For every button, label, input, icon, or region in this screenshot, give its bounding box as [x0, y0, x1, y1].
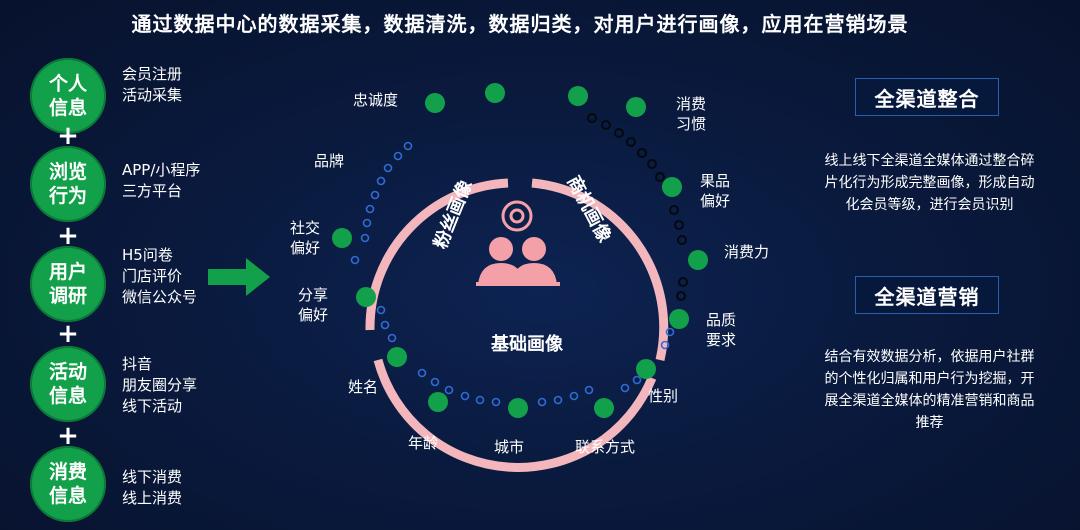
plus-sign-1: +: [57, 121, 79, 151]
ring-arc-fan: [365, 178, 509, 331]
green-dot: [508, 398, 528, 418]
label-fruit-preference: 果品 偏好: [700, 172, 731, 210]
green-dot: [626, 97, 646, 117]
green-dot: [332, 228, 352, 248]
ring-arc-base: [373, 358, 657, 472]
browsing-behavior-desc: APP/小程序 三方平台: [122, 161, 201, 200]
green-dot: [356, 287, 376, 307]
label-social-preference: 社交 偏好: [290, 219, 321, 257]
green-dot: [485, 83, 505, 103]
consumption-info-desc: 线下消费 线上消费: [122, 468, 183, 507]
page-title: 通过数据中心的数据采集，数据清洗，数据归类，对用户进行画像，应用在营销场景: [131, 12, 909, 36]
green-dot: [688, 250, 708, 270]
user-survey-desc: H5问卷 门店评价 微信公众号: [122, 246, 198, 306]
segment-fan-label: 粉丝画像: [429, 176, 477, 252]
label-contact: 联系方式: [575, 438, 636, 456]
label-city: 城市: [494, 438, 525, 456]
ring-arc-business: [531, 178, 669, 362]
green-dot: [387, 347, 407, 367]
label-brand: 品牌: [314, 152, 345, 170]
segment-base-label: 基础画像: [490, 333, 564, 355]
label-gender: 性别: [648, 387, 679, 405]
green-dot: [568, 86, 588, 106]
plus-sign-3: +: [57, 319, 79, 349]
personal-info-desc: 会员注册 活动采集: [122, 65, 183, 104]
people-icon: [476, 200, 560, 286]
omni-integration-text: 线上线下全渠道全媒体通过整合碎片化行为形成完整画像，形成自动化会员等级，进行会员…: [824, 153, 1035, 213]
green-dot: [425, 93, 445, 113]
label-loyalty: 忠诚度: [353, 91, 399, 109]
green-dot: [594, 398, 614, 418]
green-dot: [636, 359, 656, 379]
label-age: 年龄: [408, 434, 439, 452]
user-survey-label: 用户调研: [48, 261, 87, 307]
right-arrow-icon: [208, 258, 270, 296]
green-dot: [669, 309, 689, 329]
browsing-behavior-circle: 浏览行为: [30, 146, 106, 222]
green-dot: [428, 392, 448, 412]
omni-marketing-title: 全渠道营销: [855, 276, 999, 314]
label-consumption-habits: 消费 习惯: [676, 95, 707, 133]
user-survey-circle: 用户调研: [30, 246, 106, 322]
plus-sign-2: +: [57, 221, 79, 251]
label-name: 姓名: [348, 378, 379, 396]
omni-integration-title: 全渠道整合: [855, 78, 999, 116]
plus-sign-4: +: [57, 421, 79, 451]
activity-info-circle: 活动信息: [30, 346, 106, 422]
consumption-info-label: 消费信息: [48, 461, 87, 507]
activity-info-label: 活动信息: [48, 361, 87, 407]
profile-wheel: 粉丝画像 商机画像 基础画像: [332, 83, 708, 472]
personal-info-circle: 个人信息: [30, 58, 106, 134]
activity-info-desc: 抖音 朋友圈分享 线下活动: [122, 355, 198, 415]
green-dot: [662, 177, 682, 197]
label-spending-power: 消费力: [724, 243, 770, 261]
label-share-preference: 分享 偏好: [298, 286, 329, 324]
consumption-info-circle: 消费信息: [30, 446, 106, 522]
browsing-behavior-label: 浏览行为: [48, 161, 87, 207]
omni-marketing-text: 结合有效数据分析，依据用户社群的个性化归属和用户行为挖掘，开展全渠道全媒体的精准…: [824, 349, 1035, 431]
personal-info-label: 个人信息: [48, 73, 87, 119]
label-quality-requirement: 品质 要求: [706, 311, 737, 349]
